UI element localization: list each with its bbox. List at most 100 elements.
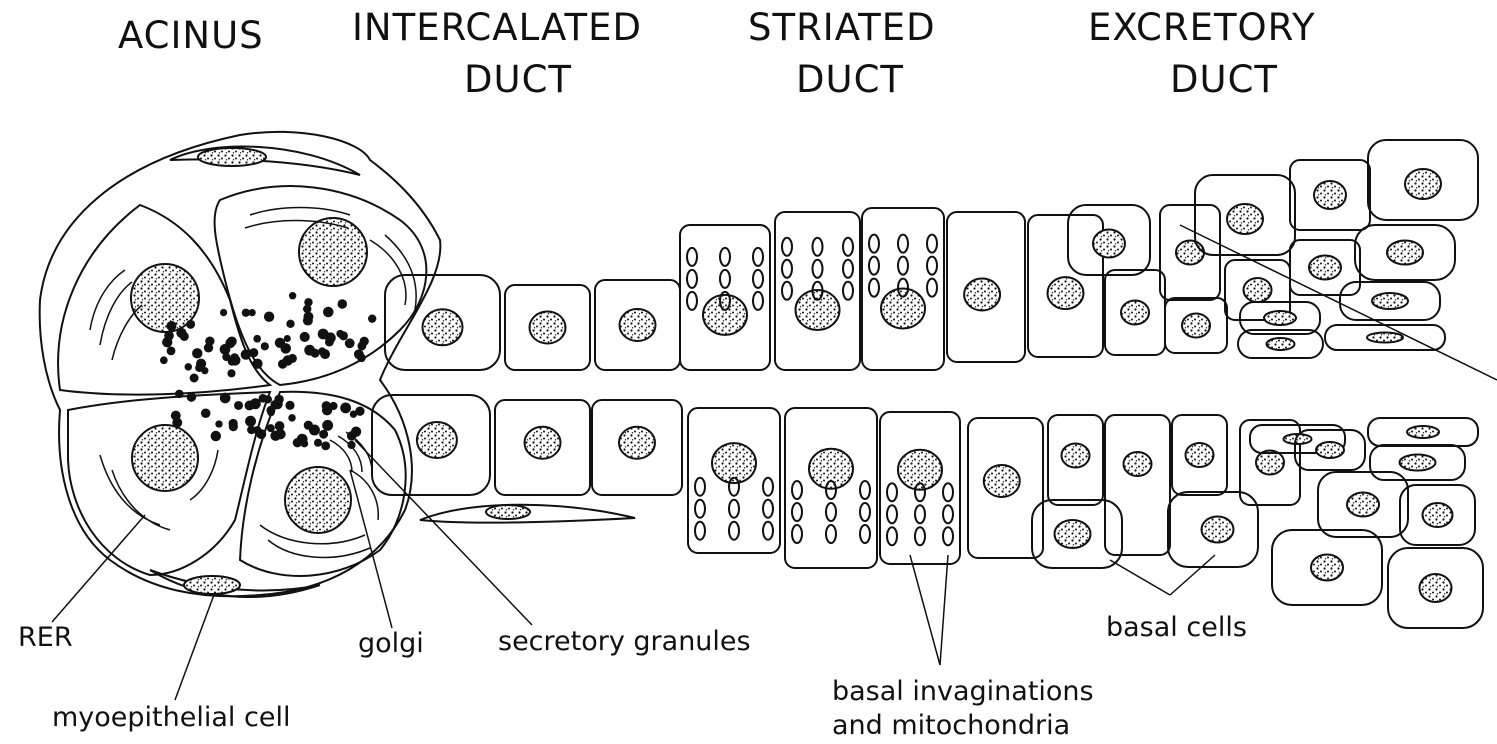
nucleus	[1267, 338, 1295, 350]
mitochondrion	[763, 478, 773, 496]
secretory-granule	[303, 305, 311, 313]
secretory-granule	[253, 426, 261, 434]
mitochondrion	[898, 235, 908, 253]
nucleus	[486, 505, 530, 519]
secretory-granule	[204, 343, 213, 352]
acinar-nucleus-4	[285, 467, 351, 533]
nucleus	[1400, 455, 1436, 471]
nucleus	[1048, 277, 1084, 309]
nucleus	[1256, 451, 1284, 475]
leader-invagination-1	[910, 555, 940, 665]
nucleus	[1387, 241, 1423, 265]
mitochondrion	[729, 500, 739, 518]
nucleus	[1244, 278, 1272, 302]
nucleus	[1407, 426, 1439, 438]
mitochondrion	[943, 505, 953, 523]
mitochondrion	[763, 500, 773, 518]
secretory-granule	[220, 344, 231, 355]
secretory-granule	[167, 346, 176, 355]
secretory-granule	[303, 316, 313, 326]
secretory-granule	[319, 430, 328, 439]
mitochondrion	[860, 503, 870, 521]
leader-invagination-2	[940, 555, 948, 665]
nucleus	[881, 288, 925, 328]
excretory-cell-lower-3	[1105, 415, 1170, 555]
myoepithelial-nucleus-top	[198, 148, 266, 166]
label-rer: RER	[18, 622, 73, 654]
mitochondrion	[753, 248, 763, 266]
acinus	[40, 132, 441, 597]
mitochondrion	[869, 257, 879, 275]
secretory-granule	[350, 410, 357, 417]
secretory-granule	[186, 320, 195, 329]
leader-myoepithelial	[175, 592, 215, 700]
secretory-granule	[345, 338, 355, 348]
label-basal-invaginations: basal invaginations	[832, 676, 1094, 708]
acinus-outer-wrap	[40, 132, 441, 596]
secretory-granule	[325, 332, 336, 343]
nucleus	[619, 427, 655, 459]
nucleus	[1316, 442, 1344, 458]
secretory-granule	[164, 331, 174, 341]
nucleus	[1314, 181, 1346, 209]
mitochondrion	[813, 238, 823, 256]
leader-secretory	[355, 440, 532, 625]
secretory-granule	[160, 356, 168, 364]
secretory-granule	[351, 426, 361, 436]
secretory-granule	[286, 320, 294, 328]
secretory-granule	[368, 314, 376, 322]
mitochondrion	[826, 525, 836, 543]
secretory-granule	[241, 351, 248, 358]
mitochondrion	[887, 505, 897, 523]
mitochondrion	[927, 257, 937, 275]
nucleus	[423, 309, 463, 345]
secretory-granule	[340, 402, 351, 413]
secretory-granule	[264, 311, 274, 321]
nucleus	[1405, 169, 1441, 199]
mitochondrion	[915, 527, 925, 545]
nucleus	[417, 422, 457, 458]
secretory-granule	[185, 363, 192, 370]
secretory-granule	[322, 420, 333, 431]
nucleus	[1367, 333, 1403, 343]
secretory-granule	[261, 342, 269, 350]
mitochondrion	[826, 503, 836, 521]
nucleus	[1186, 443, 1214, 467]
nucleus	[1264, 311, 1296, 325]
secretory-granule	[220, 393, 231, 404]
secretory-granule	[289, 292, 296, 299]
leader-right-edge	[1180, 225, 1497, 380]
mitochondrion	[695, 500, 705, 518]
nucleus	[530, 312, 566, 344]
secretory-granule	[273, 399, 283, 409]
secretory-granule	[249, 309, 256, 316]
mitochondrion	[687, 292, 697, 310]
secretory-granule	[234, 401, 243, 410]
nucleus	[1182, 314, 1210, 338]
secretory-granule	[347, 441, 355, 449]
mitochondrion	[753, 270, 763, 288]
secretory-granule	[264, 395, 272, 403]
label-basal-cells: basal cells	[1106, 612, 1247, 644]
mitochondrion	[720, 270, 730, 288]
secretory-granule	[230, 353, 239, 362]
secretory-granule	[357, 341, 366, 350]
secretory-granule	[321, 441, 330, 450]
nucleus	[964, 279, 1000, 311]
mitochondrion	[720, 248, 730, 266]
mitochondrion	[843, 260, 853, 278]
acinar-nucleus-3	[132, 425, 198, 491]
nucleus	[1055, 520, 1091, 548]
secretory-granule	[245, 416, 256, 427]
mitochondrion	[792, 525, 802, 543]
nucleus	[620, 309, 656, 341]
secretory-granule	[187, 392, 196, 401]
secretory-granule	[227, 336, 237, 346]
secretory-granule	[357, 353, 366, 362]
mitochondrion	[782, 260, 792, 278]
mitochondrion	[915, 505, 925, 523]
myoepithelial-nucleus-bottom	[184, 576, 240, 594]
secretory-granule	[229, 422, 238, 431]
secretory-granule	[192, 348, 202, 358]
nucleus	[809, 449, 853, 489]
